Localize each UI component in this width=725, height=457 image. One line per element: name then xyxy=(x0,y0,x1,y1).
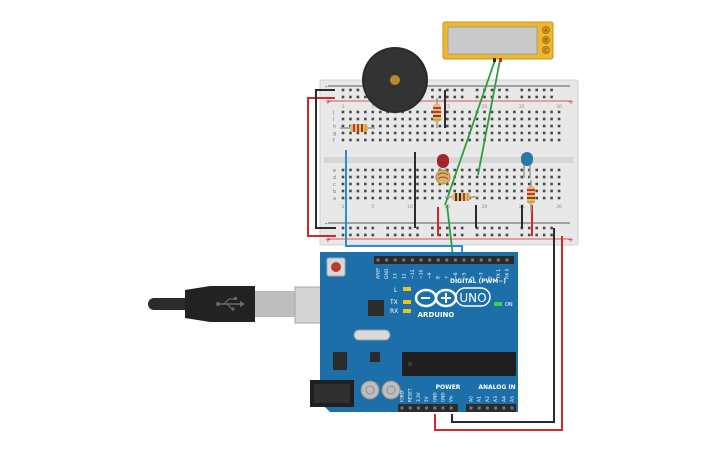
analog-pin-label: A3 xyxy=(493,396,499,402)
lcd-button-c[interactable] xyxy=(542,46,550,54)
digital-pin-label: ~9 xyxy=(427,272,433,279)
rail-plus-top: + xyxy=(325,98,331,106)
column-number: 15 xyxy=(444,104,450,110)
row-letter: h xyxy=(333,124,336,130)
lcd-button-b-label: B xyxy=(544,38,548,44)
digital-pin-label: ~11 xyxy=(410,269,416,279)
row-letter: i xyxy=(333,117,334,123)
power-pin-label: IOREF xyxy=(400,389,405,402)
digital-pin-label: 4 xyxy=(470,276,476,279)
column-number: 5 xyxy=(371,204,374,210)
resistor-4[interactable] xyxy=(527,180,535,212)
wire-green-lcd-1[interactable] xyxy=(444,59,496,206)
arduino-logo-icon xyxy=(414,288,458,308)
lcd-button-a-label: A xyxy=(544,28,548,34)
rail-plus-bottom: + xyxy=(325,236,331,244)
analog-label: ANALOG IN xyxy=(478,384,515,391)
power-label: POWER xyxy=(436,384,461,391)
rail-minus-top: - xyxy=(325,83,328,91)
atmega-chip xyxy=(402,352,516,376)
brand-text: ARDUINO xyxy=(418,311,455,319)
lcd-button-a[interactable] xyxy=(542,26,550,34)
power-pin-label: Vin xyxy=(449,395,454,402)
digital-pin-label: ~10 xyxy=(419,269,425,279)
column-number: 5 xyxy=(371,104,374,110)
digital-pin-label: AREF xyxy=(376,267,382,279)
power-pin-label: GND xyxy=(432,392,437,402)
row-letter: b xyxy=(333,189,336,195)
digital-pin-label: 12 xyxy=(401,273,407,279)
analog-pin-label: A4 xyxy=(501,396,507,402)
wire-black-ground[interactable] xyxy=(451,228,555,423)
rail-plus-bottom-right: + xyxy=(568,236,574,244)
column-number: 10 xyxy=(407,204,413,210)
digital-pin-label: 13 xyxy=(393,273,399,279)
usb-cable[interactable] xyxy=(148,286,348,324)
digital-pin-label: ~6 xyxy=(453,272,459,279)
rail-minus-bottom: - xyxy=(325,220,328,228)
led-rx-label: RX xyxy=(390,308,398,315)
digital-pin-label: GND xyxy=(384,268,390,279)
led-l-label: L xyxy=(394,287,398,294)
column-number: 1 xyxy=(342,204,345,210)
digital-label: DIGITAL (PWM~) xyxy=(450,278,506,285)
column-number: 1 xyxy=(342,104,345,110)
resistor-2[interactable] xyxy=(433,98,441,128)
power-pin-label: 5V xyxy=(424,396,429,402)
row-letter: j xyxy=(332,110,334,116)
row-letter: f xyxy=(333,138,335,144)
power-pin-label: GND xyxy=(441,392,446,402)
analog-pin-label: A1 xyxy=(477,396,483,402)
wire-black-left[interactable] xyxy=(315,89,336,229)
row-letter: d xyxy=(333,175,336,181)
on-label: ON xyxy=(505,302,513,308)
power-pin-label: RESET xyxy=(408,388,413,402)
column-number: 30 xyxy=(556,204,562,210)
digital-pin-label: TX 1 xyxy=(496,269,502,280)
analog-header[interactable] xyxy=(466,404,516,412)
analog-pin-label: A0 xyxy=(469,396,475,402)
lcd-button-c-label: C xyxy=(544,48,548,54)
row-letter: g xyxy=(333,131,336,137)
led-blue[interactable] xyxy=(521,152,533,178)
digital-pin-label: ~3 xyxy=(479,272,485,279)
row-letter: a xyxy=(333,196,336,202)
wire-red-power[interactable] xyxy=(434,236,563,431)
digital-pin-label: 8 xyxy=(436,276,442,279)
row-letter: e xyxy=(333,168,336,174)
model-text: UNO xyxy=(459,291,486,305)
column-number: 20 xyxy=(482,104,488,110)
resistor-1[interactable] xyxy=(340,124,375,132)
analog-pin-label: A2 xyxy=(485,396,491,402)
resistor-3[interactable] xyxy=(445,193,478,201)
led-tx-label: TX xyxy=(389,299,398,306)
lcd-display[interactable]: A B C xyxy=(442,21,554,62)
photoresistor[interactable] xyxy=(435,169,451,185)
piezo-buzzer[interactable] xyxy=(362,47,428,113)
wire-red-left[interactable] xyxy=(307,97,336,237)
wire-green-lcd-2[interactable] xyxy=(477,59,501,176)
column-number: 30 xyxy=(556,104,562,110)
digital-pin-label: 2 xyxy=(487,276,493,279)
buzzer-center-icon xyxy=(390,75,400,85)
column-number: 20 xyxy=(482,204,488,210)
digital-pin-label: RX 0 xyxy=(505,268,511,279)
lcd-button-b[interactable] xyxy=(542,36,550,44)
row-letter: c xyxy=(333,182,336,188)
power-pin-label: 3.3V xyxy=(416,392,421,402)
analog-pin-label: A5 xyxy=(510,396,516,402)
digital-pin-label: 7 xyxy=(444,276,450,279)
digital-pin-label: ~5 xyxy=(462,272,468,279)
rail-plus-top-right: + xyxy=(568,98,574,106)
digital-header[interactable] xyxy=(374,256,514,264)
usb-icon xyxy=(216,297,245,311)
column-number: 25 xyxy=(519,104,525,110)
